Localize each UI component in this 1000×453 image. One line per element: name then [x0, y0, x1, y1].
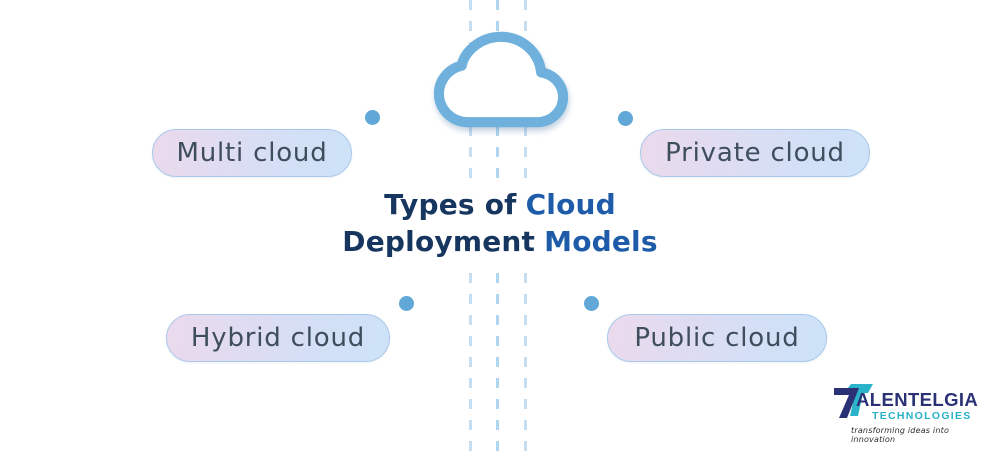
connector-dot-multi — [365, 110, 380, 125]
connector-dot-public — [584, 296, 599, 311]
node-label: Multi cloud — [176, 138, 328, 168]
logo-division-text: TECHNOLOGIES — [872, 410, 972, 422]
logo-tagline-text: transforming ideas into innovation — [851, 426, 950, 444]
node-hybrid-cloud: Hybrid cloud — [166, 314, 390, 362]
cloud-icon — [433, 31, 569, 132]
node-public-cloud: Public cloud — [607, 314, 827, 362]
title-text-blue: Models — [544, 225, 658, 258]
talentelgia-logo-mark — [834, 384, 873, 418]
node-label: Public cloud — [634, 323, 800, 353]
title-text-blue: Cloud — [525, 188, 616, 221]
node-multi-cloud: Multi cloud — [152, 129, 352, 177]
title-text-dark: Deployment — [342, 225, 536, 258]
talentelgia-logo: ALENTELGIA TECHNOLOGIES transforming ide… — [820, 379, 980, 445]
connector-dot-private — [618, 111, 633, 126]
logo-brand-text: ALENTELGIA — [856, 389, 979, 410]
title-text-dark: Types of — [384, 188, 517, 221]
connector-dot-hybrid — [399, 296, 414, 311]
node-label: Hybrid cloud — [190, 323, 366, 353]
node-label: Private cloud — [665, 138, 845, 168]
node-private-cloud: Private cloud — [640, 129, 870, 177]
